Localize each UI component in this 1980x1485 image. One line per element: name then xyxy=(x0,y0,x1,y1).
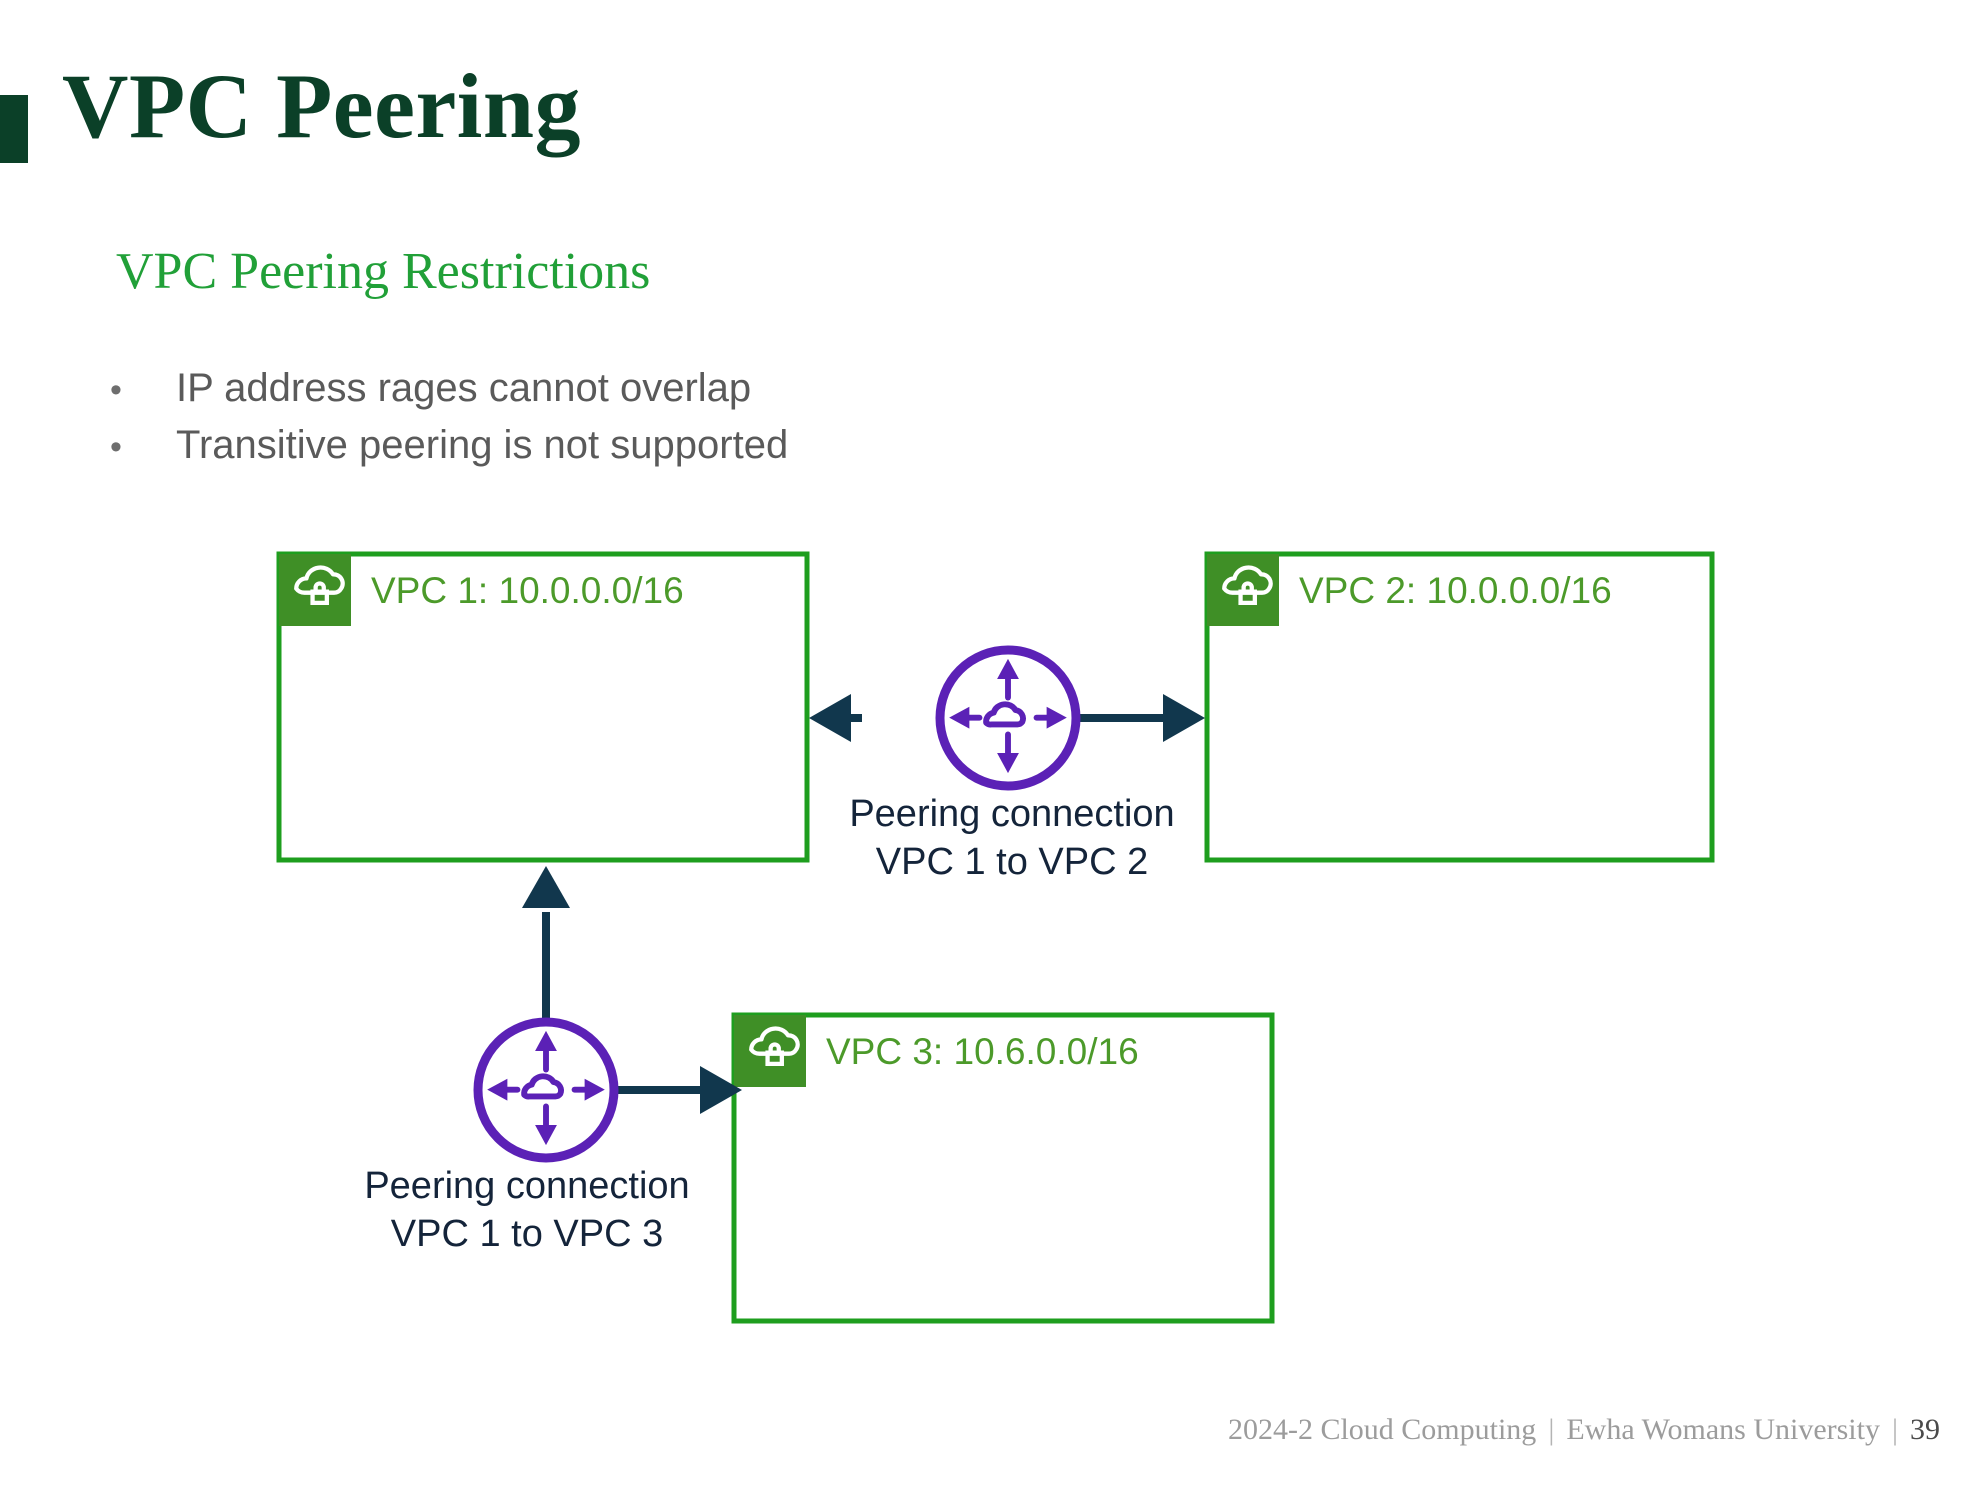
connection-label-line2: VPC 1 to VPC 2 xyxy=(876,841,1148,883)
vpc3-badge xyxy=(734,1015,806,1087)
peering-connection-icon xyxy=(473,1017,619,1163)
bullet-marker-icon: • xyxy=(110,371,122,409)
cloud-lock-icon xyxy=(296,568,342,603)
vpc3-label: VPC 3: 10.6.0.0/16 xyxy=(826,1031,1139,1072)
bullet-list: • IP address rages cannot overlap • Tran… xyxy=(110,365,1210,479)
arrow-head-right xyxy=(700,1066,742,1114)
slide-footer: 2024-2 Cloud Computing | Ewha Womans Uni… xyxy=(1228,1413,1940,1447)
footer-course: 2024-2 Cloud Computing xyxy=(1227,1413,1537,1446)
vpc1-badge xyxy=(279,554,351,626)
list-item: • Transitive peering is not supported xyxy=(110,422,1210,469)
arrow-head-right xyxy=(1163,694,1205,742)
list-item: • IP address rages cannot overlap xyxy=(110,365,1210,412)
vpc2-label: VPC 2: 10.0.0.0/16 xyxy=(1299,570,1612,611)
peering-connection-icon xyxy=(935,645,1081,791)
bullet-marker-icon: • xyxy=(110,428,122,467)
connection-label-line2: VPC 1 to VPC 3 xyxy=(391,1213,663,1255)
connection-label-line1: Peering connection xyxy=(364,1165,689,1207)
arrow-head-left xyxy=(809,694,851,742)
cloud-lock-icon xyxy=(751,1029,797,1064)
footer-page-number: 39 xyxy=(1910,1413,1940,1446)
title-accent-marker xyxy=(0,95,28,163)
page-title: VPC Peering xyxy=(62,55,582,157)
connection-vpc1-vpc3: Peering connection VPC 1 to VPC 3 xyxy=(364,866,742,1255)
arrow-head-up xyxy=(522,866,570,908)
bullet-text: Transitive peering is not supported xyxy=(176,423,789,468)
section-subtitle: VPC Peering Restrictions xyxy=(116,243,651,300)
connection-vpc1-vpc2: Peering connection VPC 1 to VPC 2 xyxy=(809,645,1205,883)
vpc-box-2: VPC 2: 10.0.0.0/16 xyxy=(1204,551,1715,863)
connection-label-line1: Peering connection xyxy=(849,793,1174,835)
bullet-text: IP address rages cannot overlap xyxy=(176,366,752,410)
footer-separator: | xyxy=(1548,1413,1555,1446)
footer-separator: | xyxy=(1891,1413,1898,1446)
vpc2-badge xyxy=(1207,554,1279,626)
cloud-lock-icon xyxy=(1224,568,1270,603)
vpc-box-1: VPC 1: 10.0.0.0/16 xyxy=(276,551,810,863)
footer-institution: Ewha Womans University xyxy=(1566,1413,1880,1446)
vpc1-label: VPC 1: 10.0.0.0/16 xyxy=(371,570,684,611)
vpc-box-3: VPC 3: 10.6.0.0/16 xyxy=(731,1012,1275,1324)
